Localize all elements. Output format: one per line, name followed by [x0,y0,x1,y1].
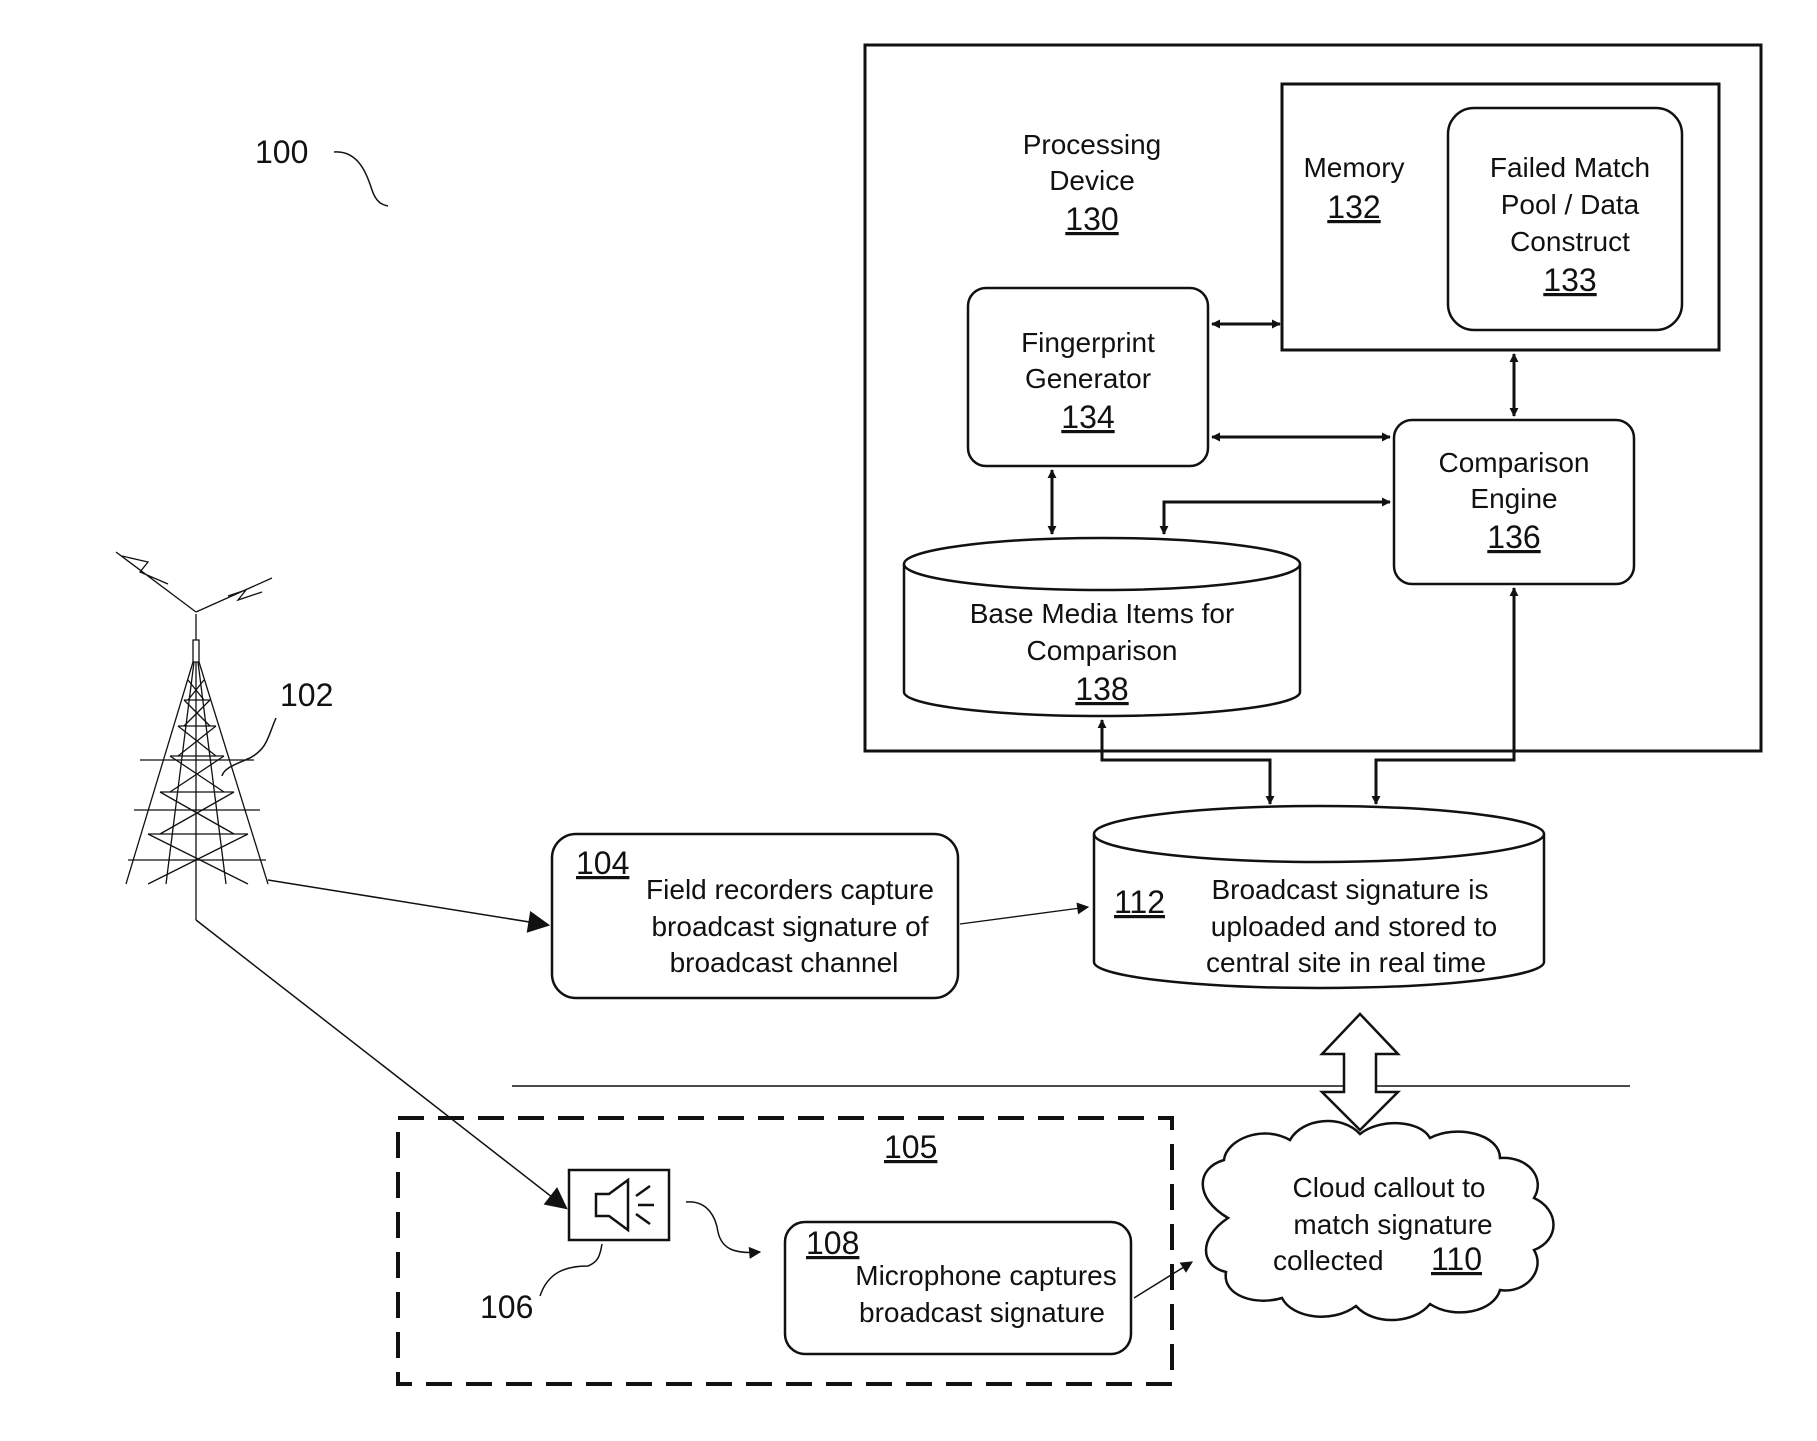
svg-text:Fingerprint: Fingerprint [1021,327,1155,358]
central-site-base-media-arrow [1102,720,1270,804]
processing-device-box [865,45,1761,751]
svg-text:Cloud callout to: Cloud callout to [1292,1172,1485,1203]
svg-text:Comparison: Comparison [1027,635,1178,666]
speaker-ref-label: 106 [480,1289,533,1325]
comparison-engine-label: Comparison Engine 136 [1439,447,1590,555]
svg-text:Processing: Processing [1023,129,1162,160]
svg-text:collected: collected [1273,1245,1384,1276]
svg-text:Generator: Generator [1025,363,1151,394]
figure-ref-label: 100 [255,134,308,170]
svg-text:134: 134 [1061,399,1114,435]
svg-text:132: 132 [1327,189,1380,225]
svg-text:Microphone captures: Microphone captures [855,1260,1116,1291]
svg-text:broadcast channel: broadcast channel [670,947,899,978]
svg-text:Memory: Memory [1303,152,1404,183]
failed-match-pool-label: Failed Match Pool / Data Construct 133 [1490,152,1650,298]
tower-to-field-recorders-line [268,880,548,925]
microphone-ref: 108 [806,1225,859,1261]
svg-text:Construct: Construct [1510,226,1630,257]
svg-text:Failed Match: Failed Match [1490,152,1650,183]
svg-text:138: 138 [1075,671,1128,707]
svg-text:central site in real time: central site in real time [1206,947,1486,978]
local-listening-group-ref: 105 [884,1129,937,1165]
central-cloud-double-arrow [1322,1014,1398,1130]
field-recorders-ref: 104 [576,845,629,881]
speaker-icon [596,1180,654,1230]
tower-to-speaker-line [196,920,566,1208]
field-recorders-to-central-arrow [960,907,1088,924]
svg-text:Device: Device [1049,165,1135,196]
central-site-label: Broadcast signature is uploaded and stor… [1206,874,1497,978]
fingerprint-generator-label: Fingerprint Generator 134 [1021,327,1155,435]
central-site-comparison-arrow [1376,588,1514,804]
speaker-ref-leader [540,1244,602,1296]
cloud-label: Cloud callout to match signature collect… [1273,1172,1493,1277]
svg-text:Field recorders capture: Field recorders capture [646,874,934,905]
svg-text:Broadcast signature is: Broadcast signature is [1211,874,1488,905]
base-media-items-label: Base Media Items for Comparison 138 [970,598,1235,707]
field-recorders-label: Field recorders capture broadcast signat… [646,874,934,978]
base-media-comparison-arrow [1164,502,1390,534]
figure-ref-leader [334,152,388,206]
svg-text:uploaded and stored to: uploaded and stored to [1211,911,1497,942]
tower-ref-label: 102 [280,677,333,713]
microphone-to-cloud-arrow [1134,1262,1192,1298]
broadcast-tower-icon [116,552,272,920]
svg-text:130: 130 [1065,201,1118,237]
svg-text:Engine: Engine [1470,483,1557,514]
svg-text:Pool / Data: Pool / Data [1501,189,1640,220]
svg-text:broadcast signature: broadcast signature [859,1297,1105,1328]
svg-text:Comparison: Comparison [1439,447,1590,478]
speaker-to-microphone-arrow [686,1202,760,1253]
tower-ref-leader [222,718,276,776]
svg-text:133: 133 [1543,262,1596,298]
svg-text:Base Media Items for: Base Media Items for [970,598,1235,629]
memory-label: Memory 132 [1303,152,1404,225]
central-site-ref: 112 [1114,884,1165,920]
processing-device-label: Processing Device 130 [1023,129,1162,237]
microphone-label: Microphone captures broadcast signature [855,1260,1116,1328]
svg-text:136: 136 [1487,519,1540,555]
svg-text:broadcast signature of: broadcast signature of [651,911,928,942]
svg-text:match signature: match signature [1293,1209,1492,1240]
svg-text:110: 110 [1431,1241,1482,1277]
